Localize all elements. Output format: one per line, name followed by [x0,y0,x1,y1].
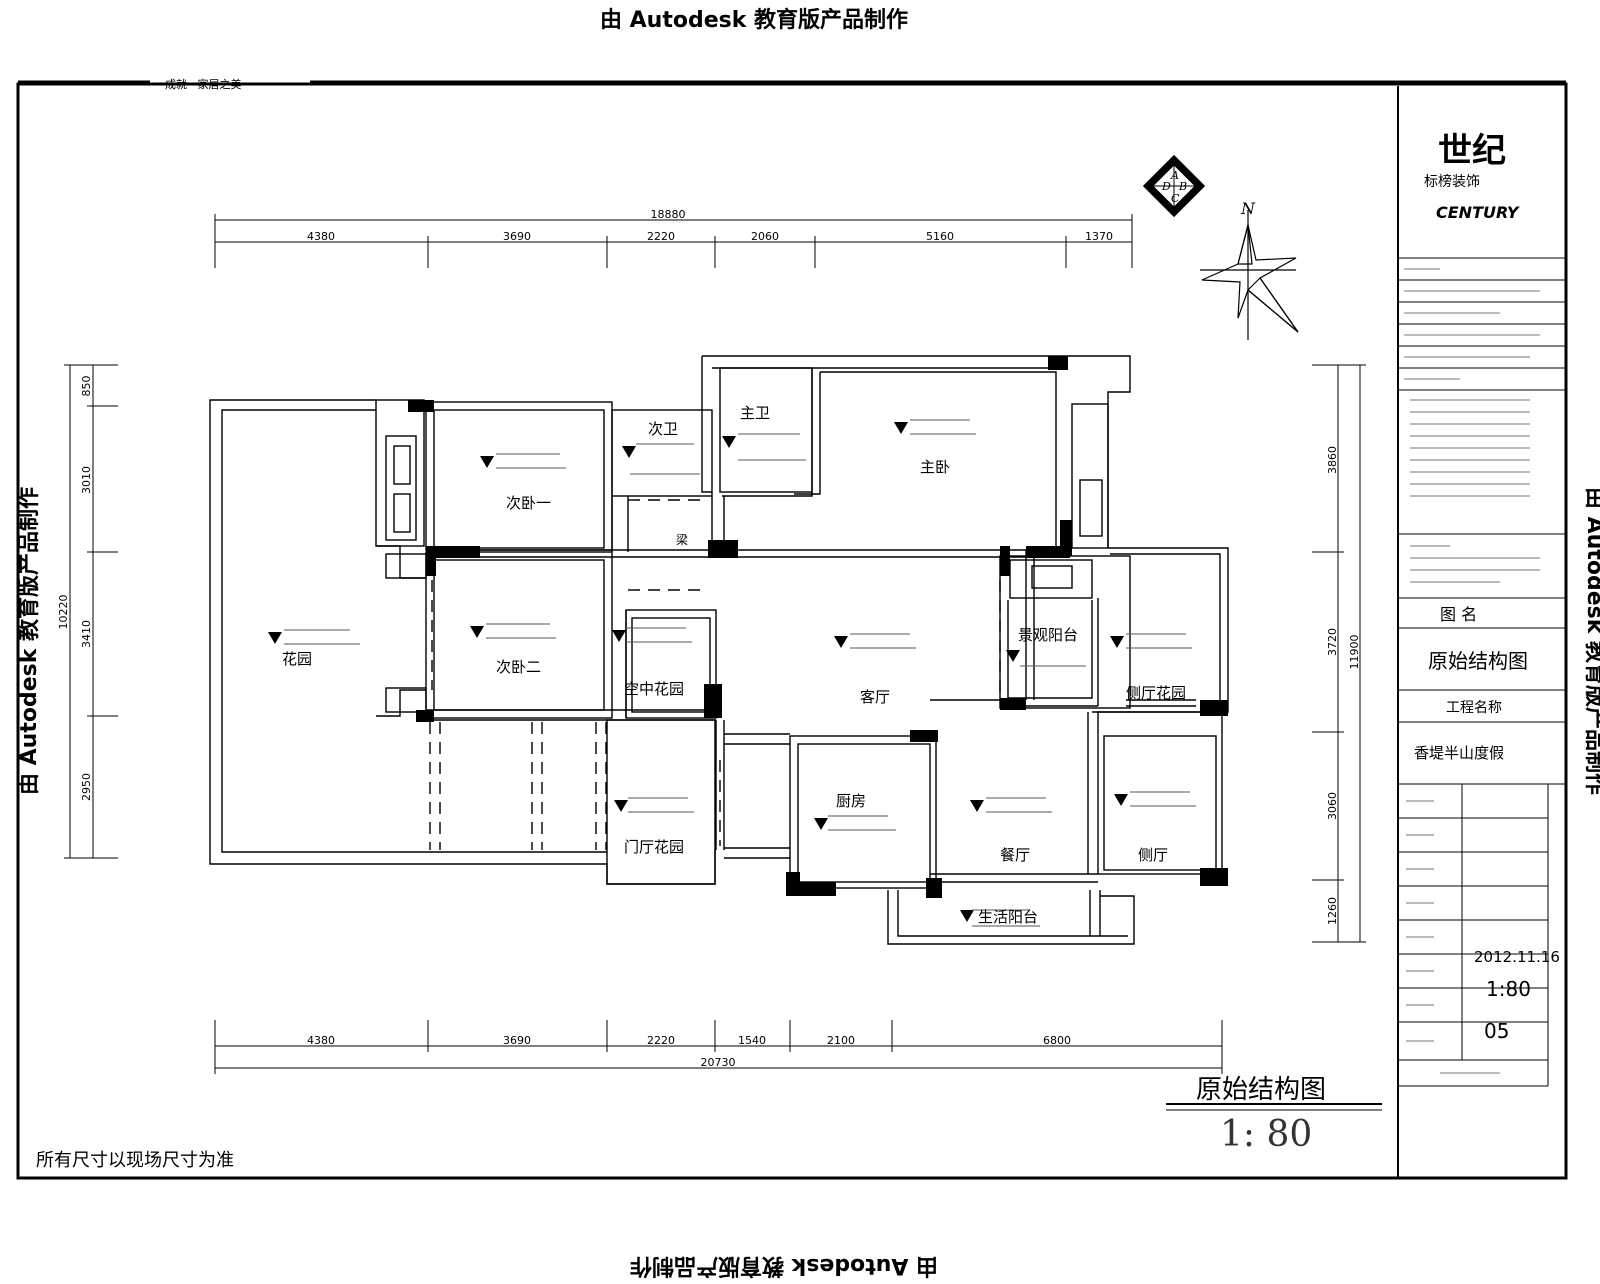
svg-text:2060: 2060 [751,230,779,243]
structural-columns [408,356,1228,898]
svg-text:3690: 3690 [503,1034,531,1047]
header-brand: 成就 · 家居之美 [165,77,242,91]
room-kitchen: 厨房 [836,792,866,810]
watermark-top: 由 Autodesk 教育版产品制作 [600,8,909,33]
logo-en: CENTURY [1436,203,1520,222]
beam-label: 梁 [676,532,688,547]
dimension-labels: 18880 4380 3690 2220 2060 5160 1370 4380… [57,208,1361,1069]
svg-text:1370: 1370 [1085,230,1113,243]
svg-text:3060: 3060 [1326,792,1339,820]
svg-text:3410: 3410 [80,620,93,648]
svg-text:3720: 3720 [1326,628,1339,656]
svg-text:2220: 2220 [647,230,675,243]
room-dining: 餐厅 [1000,846,1030,864]
svg-text:3860: 3860 [1326,446,1339,474]
svg-text:850: 850 [80,376,93,397]
svg-text:A: A [1170,169,1179,182]
sheet-border [16,82,1568,1180]
right-total-dim: 11900 [1348,635,1361,670]
svg-text:2950: 2950 [80,773,93,801]
left-total-dim: 10220 [57,595,70,630]
room-second-bed-2: 次卧二 [496,658,541,676]
room-atrium: 空中花园 [624,680,684,698]
plan-title: 原始结构图 [1196,1075,1326,1105]
compass-north-label: N [1240,199,1256,218]
project-name-label: 工程名称 [1446,700,1502,716]
room-master-bath: 主卫 [740,404,770,422]
level-annotations [284,419,1196,927]
drawing-name-label: 图 名 [1440,605,1477,624]
svg-text:4380: 4380 [307,1034,335,1047]
svg-text:1540: 1540 [738,1034,766,1047]
top-total-dim: 18880 [651,208,686,221]
svg-text:4380: 4380 [307,230,335,243]
north-arrow-icon: N [1200,199,1299,340]
logo-sub: 标榜装饰 [1424,173,1480,190]
floor-plan [209,355,1229,945]
svg-text:6800: 6800 [1043,1034,1071,1047]
svg-text:3690: 3690 [503,230,531,243]
svg-text:C: C [1171,192,1180,205]
room-garden: 花园 [282,650,312,668]
sheet-no: 05 [1484,1019,1509,1043]
svg-text:D: D [1161,180,1171,193]
level-markers [268,422,1128,922]
room-master-bed: 主卧 [920,458,950,476]
svg-text:1260: 1260 [1326,897,1339,925]
svg-text:5160: 5160 [926,230,954,243]
orientation-diamond-icon: A B C D [1142,154,1206,218]
drawing-name: 原始结构图 [1428,649,1528,673]
room-entry-garden: 门厅花园 [624,838,684,856]
logo-cn: 世纪 [1438,131,1506,171]
room-service-balcony: 生活阳台 [978,908,1038,926]
room-view-balcony: 景观阳台 [1018,626,1078,644]
svg-text:B: B [1178,180,1187,193]
bottom-total-dim: 20730 [701,1056,736,1069]
room-side-garden: 侧厅花园 [1126,684,1186,702]
svg-text:2100: 2100 [827,1034,855,1047]
room-living: 客厅 [860,688,890,706]
plan-note: 所有尺寸以现场尺寸为准 [36,1150,234,1171]
svg-text:2220: 2220 [647,1034,675,1047]
room-second-bed-1: 次卧一 [506,494,551,512]
room-second-bath: 次卫 [648,420,678,438]
room-side-hall: 侧厅 [1138,846,1168,864]
room-labels: 花园 次卧一 次卧二 次卫 主卫 主卧 空中花园 客厅 景观阳台 侧厅花园 门厅… [282,404,1186,926]
project-name: 香堤半山度假 [1414,744,1504,762]
svg-text:3010: 3010 [80,466,93,494]
scale-value: 1:80 [1486,977,1531,1001]
plan-scale: 1: 80 [1220,1114,1312,1155]
date-value: 2012.11.16 [1474,948,1560,966]
